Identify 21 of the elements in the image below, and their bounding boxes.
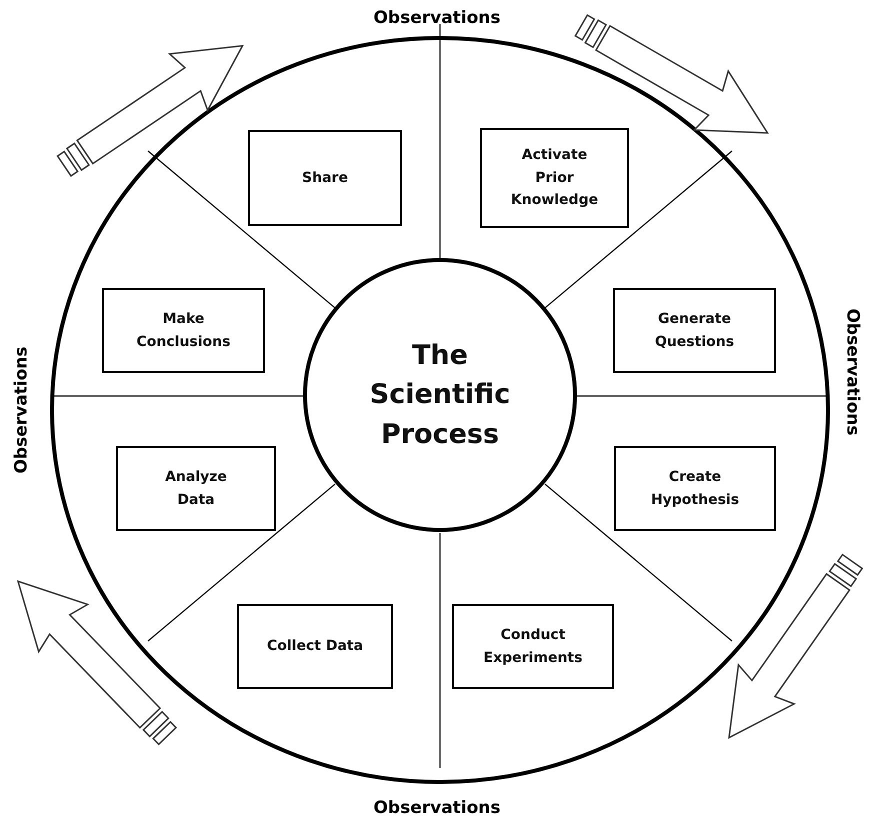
step-box xyxy=(116,446,276,531)
step-label: Generate Questions xyxy=(654,310,736,352)
step-box xyxy=(614,446,776,531)
step-box xyxy=(102,288,265,373)
step-label: Share xyxy=(301,168,349,188)
observations-label: Observations xyxy=(843,308,863,436)
step-label: Conduct Experiments xyxy=(483,626,583,668)
center-label: The Scientific Process xyxy=(368,339,512,452)
observations-label: Observations xyxy=(373,8,501,28)
step-box xyxy=(480,128,629,228)
observations-label: Observations xyxy=(373,798,501,818)
step-label: Collect Data xyxy=(266,637,364,656)
step-label: Analyze Data xyxy=(164,468,228,510)
step-box xyxy=(452,604,614,689)
step-box xyxy=(237,604,393,689)
observations-label: Observations xyxy=(12,346,32,474)
step-box xyxy=(248,130,402,226)
step-box xyxy=(613,288,776,373)
step-label: Make Conclusions xyxy=(136,310,232,352)
step-label: Create Hypothesis xyxy=(650,468,740,510)
step-label: Activate Prior Knowledge xyxy=(510,146,600,210)
